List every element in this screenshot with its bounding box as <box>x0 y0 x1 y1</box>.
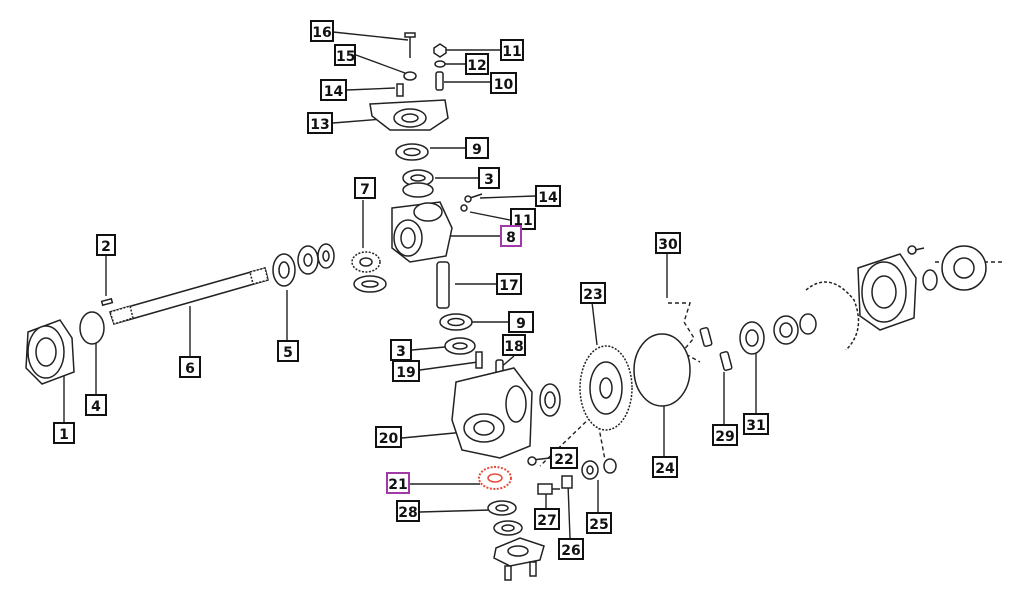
callout-5[interactable]: 5 <box>277 340 299 362</box>
callout-14[interactable]: 14 <box>535 185 561 207</box>
callout-16[interactable]: 16 <box>310 20 334 42</box>
callout-25[interactable]: 25 <box>586 512 612 534</box>
callout-22[interactable]: 22 <box>550 447 578 469</box>
callout-23[interactable]: 23 <box>580 282 606 304</box>
callout-13[interactable]: 13 <box>307 112 333 134</box>
callout-24[interactable]: 24 <box>652 456 678 478</box>
callout-27[interactable]: 27 <box>534 508 560 530</box>
callout-18[interactable]: 18 <box>502 334 526 356</box>
callout-7[interactable]: 7 <box>354 177 376 199</box>
callout-8[interactable]: 8 <box>500 225 522 247</box>
callout-9[interactable]: 9 <box>465 137 489 159</box>
callout-30[interactable]: 30 <box>655 232 681 254</box>
callout-17[interactable]: 17 <box>496 273 522 295</box>
callout-12[interactable]: 12 <box>465 53 489 75</box>
callout-3[interactable]: 3 <box>478 167 500 189</box>
callout-4[interactable]: 4 <box>85 394 107 416</box>
callout-1[interactable]: 1 <box>53 422 75 444</box>
callout-3[interactable]: 3 <box>390 339 412 361</box>
pinion-gear-highlight <box>478 466 512 490</box>
callout-6[interactable]: 6 <box>179 356 201 378</box>
callout-29[interactable]: 29 <box>712 424 738 446</box>
callout-21[interactable]: 21 <box>386 472 410 494</box>
callout-2[interactable]: 2 <box>96 234 116 256</box>
callout-10[interactable]: 10 <box>490 72 517 94</box>
callout-11[interactable]: 11 <box>500 39 524 61</box>
callout-26[interactable]: 26 <box>558 538 584 560</box>
callout-31[interactable]: 31 <box>743 413 769 435</box>
callout-9[interactable]: 9 <box>508 311 534 333</box>
callout-14[interactable]: 14 <box>320 79 347 101</box>
callout-20[interactable]: 20 <box>375 426 402 448</box>
callout-15[interactable]: 15 <box>334 44 356 66</box>
callout-19[interactable]: 19 <box>392 360 420 382</box>
callout-28[interactable]: 28 <box>396 500 420 522</box>
